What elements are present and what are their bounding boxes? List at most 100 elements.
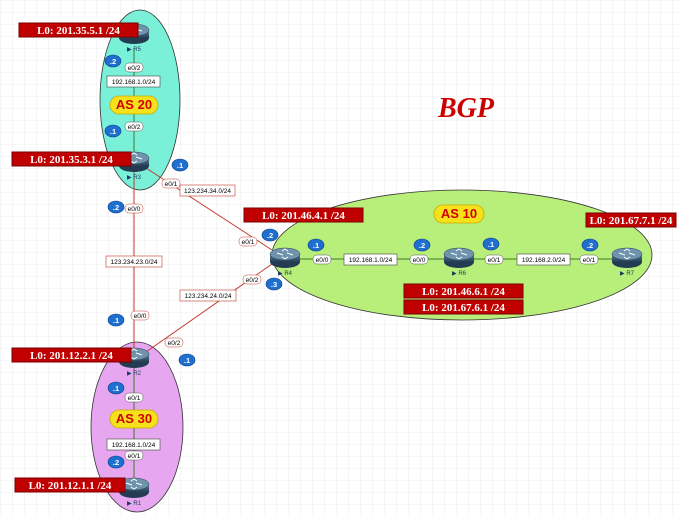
hostid-badge-r4-e00: .1 xyxy=(307,238,325,252)
iface-r2-e0-1: e0/1 xyxy=(124,392,144,403)
router-r1[interactable]: ▶ R1 xyxy=(118,477,150,507)
iface-r6-e0-0: e0/0 xyxy=(409,254,429,265)
svg-text:.2: .2 xyxy=(267,231,273,240)
svg-text:AS 10: AS 10 xyxy=(441,206,477,221)
svg-text:AS 30: AS 30 xyxy=(116,411,152,426)
svg-text:▶ R5: ▶ R5 xyxy=(127,47,142,53)
svg-text:e0/1: e0/1 xyxy=(128,395,141,402)
loopback-r7: L0: 201.67.7.1 /24 xyxy=(585,212,677,228)
hostid-badge-r6-e00: .2 xyxy=(413,238,431,252)
svg-text:▶ R6: ▶ R6 xyxy=(452,271,467,277)
as20-label: AS 20 xyxy=(109,95,159,115)
svg-text:L0: 201.12.2.1 /24: L0: 201.12.2.1 /24 xyxy=(30,350,113,362)
router-r7[interactable]: ▶ R7 xyxy=(611,247,643,277)
subnet-r2-r4: 123.234.24.0/24 xyxy=(179,289,237,302)
svg-text:L0: 201.67.6.1 /24: L0: 201.67.6.1 /24 xyxy=(422,302,505,314)
svg-text:.1: .1 xyxy=(113,384,119,393)
svg-text:.2: .2 xyxy=(113,458,119,467)
svg-text:e0/0: e0/0 xyxy=(128,206,141,213)
svg-text:123.234.34.0/24: 123.234.34.0/24 xyxy=(184,188,231,195)
svg-text:.1: .1 xyxy=(313,241,319,250)
svg-text:.1: .1 xyxy=(177,161,183,170)
loopback-r6-a: L0: 201.46.6.1 /24 xyxy=(403,283,524,299)
svg-text:.1: .1 xyxy=(110,127,116,136)
svg-text:e0/1: e0/1 xyxy=(242,239,255,246)
loopback-r2: L0: 201.12.2.1 /24 xyxy=(11,347,132,363)
iface-r3-e0-1: e0/1 xyxy=(161,178,181,189)
hostid-badge-r2-e01: .1 xyxy=(107,381,125,395)
svg-text:L0: 201.46.4.1 /24: L0: 201.46.4.1 /24 xyxy=(262,210,345,222)
hostid-badge-r6-e01: .1 xyxy=(482,237,500,251)
svg-text:▶ R7: ▶ R7 xyxy=(620,271,635,277)
iface-r6-e0-1: e0/1 xyxy=(484,254,504,265)
svg-text:L0: 201.12.1.1 /24: L0: 201.12.1.1 /24 xyxy=(29,480,112,492)
subnet-r5-r3: 192.168.1.0/24 xyxy=(106,75,161,88)
svg-text:192.168.1.0/24: 192.168.1.0/24 xyxy=(349,257,393,264)
svg-text:e0/1: e0/1 xyxy=(165,181,178,188)
svg-text:L0: 201.46.6.1 /24: L0: 201.46.6.1 /24 xyxy=(422,286,505,298)
svg-text:.1: .1 xyxy=(113,316,119,325)
iface-r7-e0-1: e0/1 xyxy=(579,254,599,265)
svg-text:e0/1: e0/1 xyxy=(128,453,141,460)
svg-text:AS 20: AS 20 xyxy=(116,97,152,112)
subnet-r2-r1: 192.168.1.0/24 xyxy=(106,438,161,451)
loopback-r1: L0: 201.12.1.1 /24 xyxy=(14,477,126,493)
svg-text:.2: .2 xyxy=(113,203,119,212)
svg-text:123.234.24.0/24: 123.234.24.0/24 xyxy=(185,293,232,300)
svg-text:.2: .2 xyxy=(419,241,425,250)
svg-text:e0/2: e0/2 xyxy=(246,277,259,284)
as30-label: AS 30 xyxy=(109,409,159,429)
hostid-badge-r2-e00: .1 xyxy=(107,313,125,327)
subnet-r3-r4: 123.234.34.0/24 xyxy=(179,184,236,197)
iface-r2-e0-0: e0/0 xyxy=(130,310,150,321)
as10-label: AS 10 xyxy=(433,204,485,224)
iface-r4-e0-0: e0/0 xyxy=(312,254,332,265)
loopback-r3: L0: 201.35.3.1 /24 xyxy=(11,151,132,167)
svg-text:L0: 201.35.5.1 /24: L0: 201.35.5.1 /24 xyxy=(37,25,120,37)
svg-text:.2: .2 xyxy=(587,241,593,250)
subnet-r4-r6: 192.168.1.0/24 xyxy=(343,253,398,266)
svg-text:▶ R1: ▶ R1 xyxy=(127,501,142,507)
svg-text:e0/2: e0/2 xyxy=(128,124,141,131)
hostid-badge-r4-e02: .3 xyxy=(265,277,283,291)
svg-text:192.168.1.0/24: 192.168.1.0/24 xyxy=(112,442,156,449)
svg-text:.1: .1 xyxy=(488,240,494,249)
subnet-r6-r7: 192.168.2.0/24 xyxy=(516,253,571,266)
loopback-r4: L0: 201.46.4.1 /24 xyxy=(243,207,364,223)
svg-text:e0/0: e0/0 xyxy=(413,257,426,264)
svg-text:▶ R4: ▶ R4 xyxy=(278,271,293,277)
svg-text:L0: 201.67.7.1 /24: L0: 201.67.7.1 /24 xyxy=(590,215,673,227)
loopback-r6-b: L0: 201.67.6.1 /24 xyxy=(403,299,524,315)
svg-text:123.234.23.0/24: 123.234.23.0/24 xyxy=(111,259,158,266)
iface-r2-e0-2: e0/2 xyxy=(164,337,184,348)
svg-text:▶ R3: ▶ R3 xyxy=(127,175,142,181)
hostid-badge-r5: .2 xyxy=(104,54,122,68)
svg-text:e0/1: e0/1 xyxy=(583,257,596,264)
hostid-badge-r1: .2 xyxy=(107,455,125,469)
hostid-badge-r3-e00: .2 xyxy=(107,200,125,214)
svg-text:L0: 201.35.3.1 /24: L0: 201.35.3.1 /24 xyxy=(30,154,113,166)
svg-text:.2: .2 xyxy=(110,57,116,66)
iface-r3-e0-0: e0/0 xyxy=(124,203,144,214)
svg-text:192.168.1.0/24: 192.168.1.0/24 xyxy=(112,79,156,86)
svg-text:.1: .1 xyxy=(184,356,190,365)
svg-text:e0/0: e0/0 xyxy=(316,257,329,264)
hostid-badge-r2-e02: .1 xyxy=(178,353,196,367)
iface-r5-e0-2: e0/2 xyxy=(124,62,144,73)
svg-text:e0/1: e0/1 xyxy=(488,257,501,264)
subnet-r3-r2: 123.234.23.0/24 xyxy=(105,255,163,268)
svg-text:▶ R2: ▶ R2 xyxy=(127,371,142,377)
router-r4[interactable]: ▶ R4 xyxy=(269,247,301,277)
svg-text:.3: .3 xyxy=(271,280,277,289)
svg-text:e0/2: e0/2 xyxy=(168,340,181,347)
hostid-badge-r3-as20: .1 xyxy=(104,124,122,138)
router-r6[interactable]: ▶ R6 xyxy=(443,247,475,277)
iface-r4-e0-2: e0/2 xyxy=(242,274,262,285)
hostid-badge-r3-e01: .1 xyxy=(171,158,189,172)
hostid-badge-r4-e01: .2 xyxy=(261,228,279,242)
diagram-title: BGP xyxy=(437,93,495,124)
svg-text:e0/0: e0/0 xyxy=(134,313,147,320)
svg-text:192.168.2.0/24: 192.168.2.0/24 xyxy=(522,257,566,264)
